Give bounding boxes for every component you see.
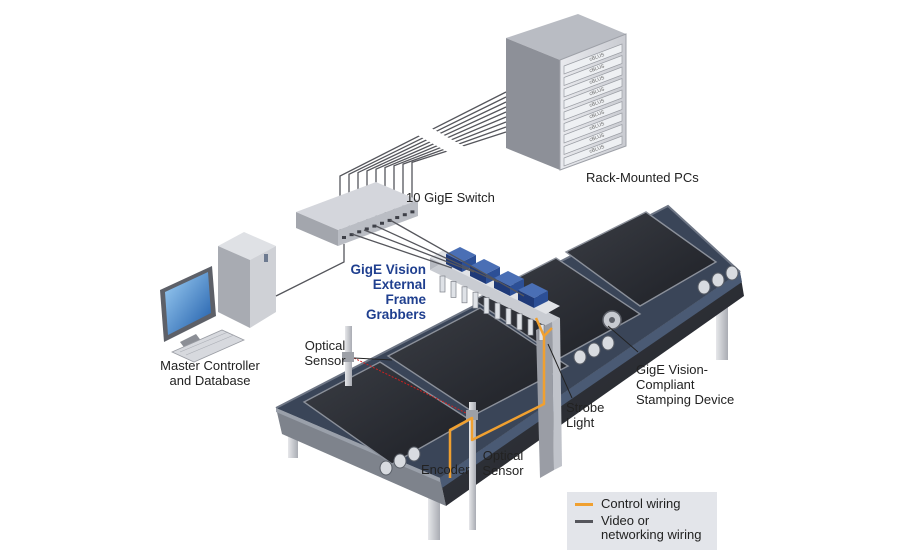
strobe-light (527, 318, 534, 336)
master-network-cable (275, 244, 345, 297)
switch-to-grabber-cables (351, 219, 525, 297)
optical-sensor-left (342, 326, 469, 415)
label-gige-switch: 10 GigE Switch (406, 190, 495, 205)
rack-unit-label: cBLUS (589, 86, 606, 97)
rack-unit (563, 66, 623, 98)
label-master-controller: Master Controller and Database (160, 358, 260, 388)
conveyor (275, 204, 744, 540)
switch-port (349, 233, 354, 237)
switch-ports (342, 210, 415, 239)
rack-unit-label: cBLUS (589, 144, 606, 155)
switch-port (410, 210, 415, 214)
legend-item-video: Video or networking wiring (575, 514, 701, 542)
rack-unit (563, 135, 623, 167)
label-stamping-device: GigE Vision- Compliant Stamping Device (636, 362, 735, 407)
optical-sensor-bottom (466, 402, 478, 530)
rack-units: cBLUScBLUScBLUScBLUScBLUScBLUScBLUScBLUS… (563, 43, 623, 167)
rack-unit-label: cBLUS (589, 98, 606, 109)
label-frame-grabbers: GigE Vision External Frame Grabbers (350, 262, 426, 322)
legend-swatch-control (575, 503, 593, 506)
strobe-light (439, 275, 446, 293)
master-controller-computer (160, 232, 276, 363)
label-optical-sensor-bottom: Optical Sensor (482, 448, 524, 478)
rack-unit (563, 112, 623, 144)
switch-port (372, 224, 377, 228)
label-rack-mounted-pcs: Rack-Mounted PCs (586, 170, 699, 185)
legend-swatch-video (575, 520, 593, 523)
strobe-light (494, 302, 501, 320)
switch-port (342, 236, 346, 239)
strobe-light (505, 308, 512, 325)
rack-unit (563, 43, 623, 75)
network-cable (411, 131, 507, 207)
label-encoder: Encoder (421, 462, 470, 477)
leader-lines (353, 325, 639, 399)
label-strobe-light: Strobe Light (566, 400, 605, 430)
legend: Control wiring Video or networking wirin… (567, 492, 717, 550)
rack-unit-label: cBLUS (589, 109, 606, 120)
strobe-light (472, 291, 479, 309)
rack-unit (563, 89, 623, 121)
rack-unit-label: cBLUS (589, 75, 606, 86)
switch-port (402, 213, 407, 217)
rack-unit-label: cBLUS (589, 132, 606, 143)
rack-unit-label: cBLUS (589, 63, 606, 74)
switch-port (357, 230, 362, 234)
rack-unit (563, 100, 623, 133)
strobe-light (483, 297, 490, 314)
legend-label-control: Control wiring (601, 496, 681, 511)
switch-port (380, 221, 384, 225)
rack-mounted-pcs: cBLUScBLUScBLUScBLUScBLUScBLUScBLUScBLUS… (506, 14, 627, 171)
rack-unit-label: cBLUS (589, 52, 606, 63)
strobe-light (450, 281, 457, 298)
rack-unit-label: cBLUS (589, 121, 606, 132)
control-wiring (448, 317, 553, 478)
switch-port (364, 227, 369, 231)
strobe-light (461, 286, 468, 304)
frame-grabbers (446, 247, 548, 308)
legend-item-control: Control wiring (575, 497, 680, 511)
strobe-light (516, 313, 523, 331)
legend-label-video: Video or networking wiring (601, 513, 702, 542)
switch-port (387, 218, 392, 222)
frame-grabber-unit (494, 271, 524, 296)
rack-unit (563, 54, 623, 87)
stamping-device (602, 310, 622, 330)
label-optical-sensor-left: Optical Sensor (304, 338, 346, 368)
switch-port (395, 216, 400, 220)
gige-switch (296, 182, 418, 246)
rack-unit (563, 123, 623, 156)
rack-unit (563, 77, 623, 110)
